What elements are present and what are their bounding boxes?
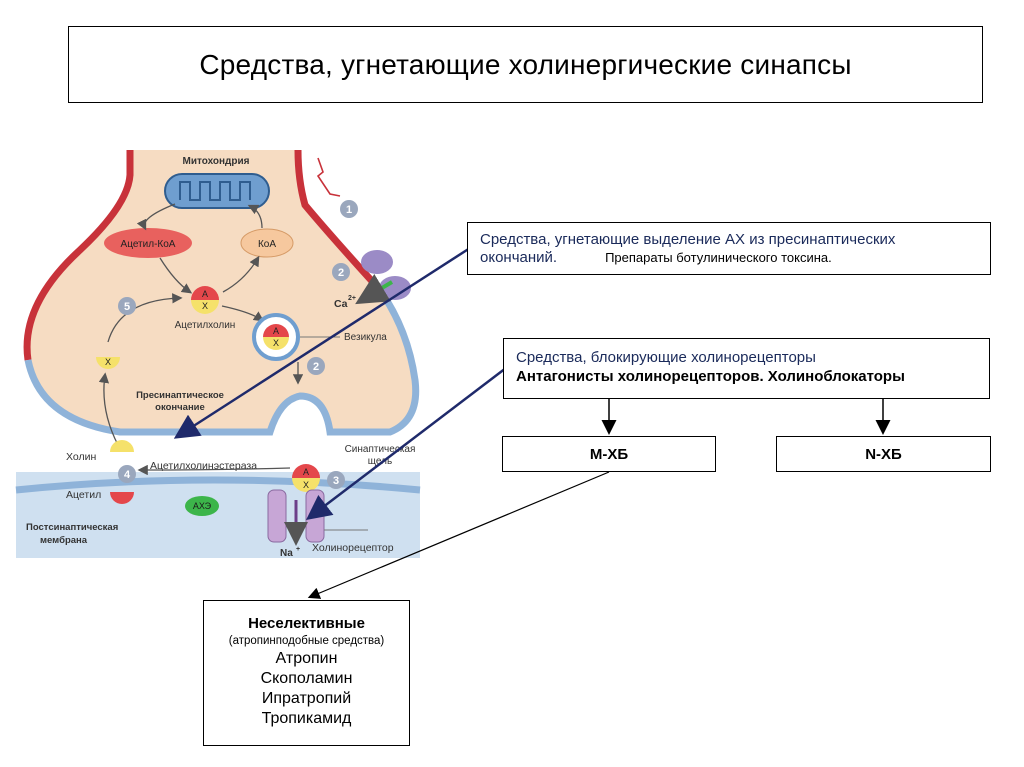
svg-text:A: A [303,467,309,477]
acetyl-shape [110,492,134,504]
drug-item: Атропин [275,650,338,667]
ache-enzyme [185,496,219,516]
presynaptic-label: Пресинаптическое [136,390,224,401]
n-cholinoblockers-box: N-ХБ [776,436,991,472]
ach-x-letter: X [202,301,208,311]
m-cholinoblockers-box: М-ХБ [502,436,716,472]
n-xb-label: N-ХБ [865,445,902,463]
mitochondria-label: Митохондрия [182,156,249,167]
coa-node [240,228,294,258]
acetyl-coa-label: Ацетил-КоА [121,239,176,250]
svg-text:АХЭ: АХЭ [193,501,212,511]
drug-item: Тропикамид [261,710,352,727]
release-box-line1: Средства, угнетающие выделение АХ из пре… [480,231,896,248]
cholinoreceptor-label: Холинорецептор [312,542,394,554]
acetyl-coa-node [104,228,192,258]
step-5: 5 [124,301,130,313]
acetyl-label: Ацетил [66,489,101,501]
step-3: 3 [333,475,339,487]
svg-text:щель: щель [368,456,392,467]
na-label: Na [280,548,293,559]
arrow-block-to-receptor [306,367,507,521]
svg-text:X: X [303,480,309,490]
ach-a-letter: A [202,289,208,299]
postsynaptic-membrane [15,476,421,494]
svg-text:окончание: окончание [155,402,205,413]
coa-label: КоА [258,239,276,250]
svg-text:X: X [105,357,111,367]
svg-text:X: X [273,338,279,348]
presynaptic-membrane-right [294,149,383,293]
title-box: Средства, угнетающие холинергические син… [68,26,983,103]
ca-channel [361,250,393,274]
step-1: 1 [346,204,352,216]
receptor-blockers-box: Средства, блокирующие холинорецепторы Ан… [503,338,990,399]
arrow-release-to-terminal [173,246,471,439]
cholinoreceptor [267,489,287,543]
step-2b: 2 [313,361,319,373]
svg-text:A: A [273,326,279,336]
release-inhibitors-box: Средства, угнетающие выделение АХ из пре… [467,222,991,275]
ca-label: Ca [334,298,348,310]
choline-label: Холин [66,451,96,463]
block-box-line1: Средства, блокирующие холинорецепторы [516,349,816,366]
drug-item: Ипратропий [261,690,352,707]
arrow-mxb-to-nonselective [307,471,610,599]
block-box-line2: Антагонисты холинорецепторов. Холиноблок… [516,368,905,385]
step-2a: 2 [338,267,344,279]
svg-text:мембрана: мембрана [40,535,88,546]
release-box-botulinum: Препараты ботулинического токсина. [605,250,832,265]
presynaptic-membrane-left [23,150,134,361]
vesicle-label: Везикула [344,332,387,343]
page-title: Средства, угнетающие холинергические син… [199,48,852,80]
postsynaptic-label: Постсинаптическая [26,522,118,533]
presynaptic-membrane-bottom [24,287,420,436]
m-xb-label: М-ХБ [589,445,629,463]
drug-item: Скополамин [260,670,353,687]
nonselective-box: Неселективные (атропинподобные средства)… [203,600,410,746]
step-4: 4 [124,469,131,481]
choline-uptake [96,357,120,369]
release-box-line2: окончаний. [480,249,558,266]
acetylcholine-label: Ацетилхолин [175,320,236,331]
synaptic-cleft-label: Синаптическая [345,444,416,455]
svg-text:+: + [296,546,300,553]
nonselective-subtitle: (атропинподобные средства) [228,635,385,647]
svg-text:2+: 2+ [348,295,356,302]
nonselective-heading: Неселективные [248,615,365,632]
choline-shape [110,440,134,452]
